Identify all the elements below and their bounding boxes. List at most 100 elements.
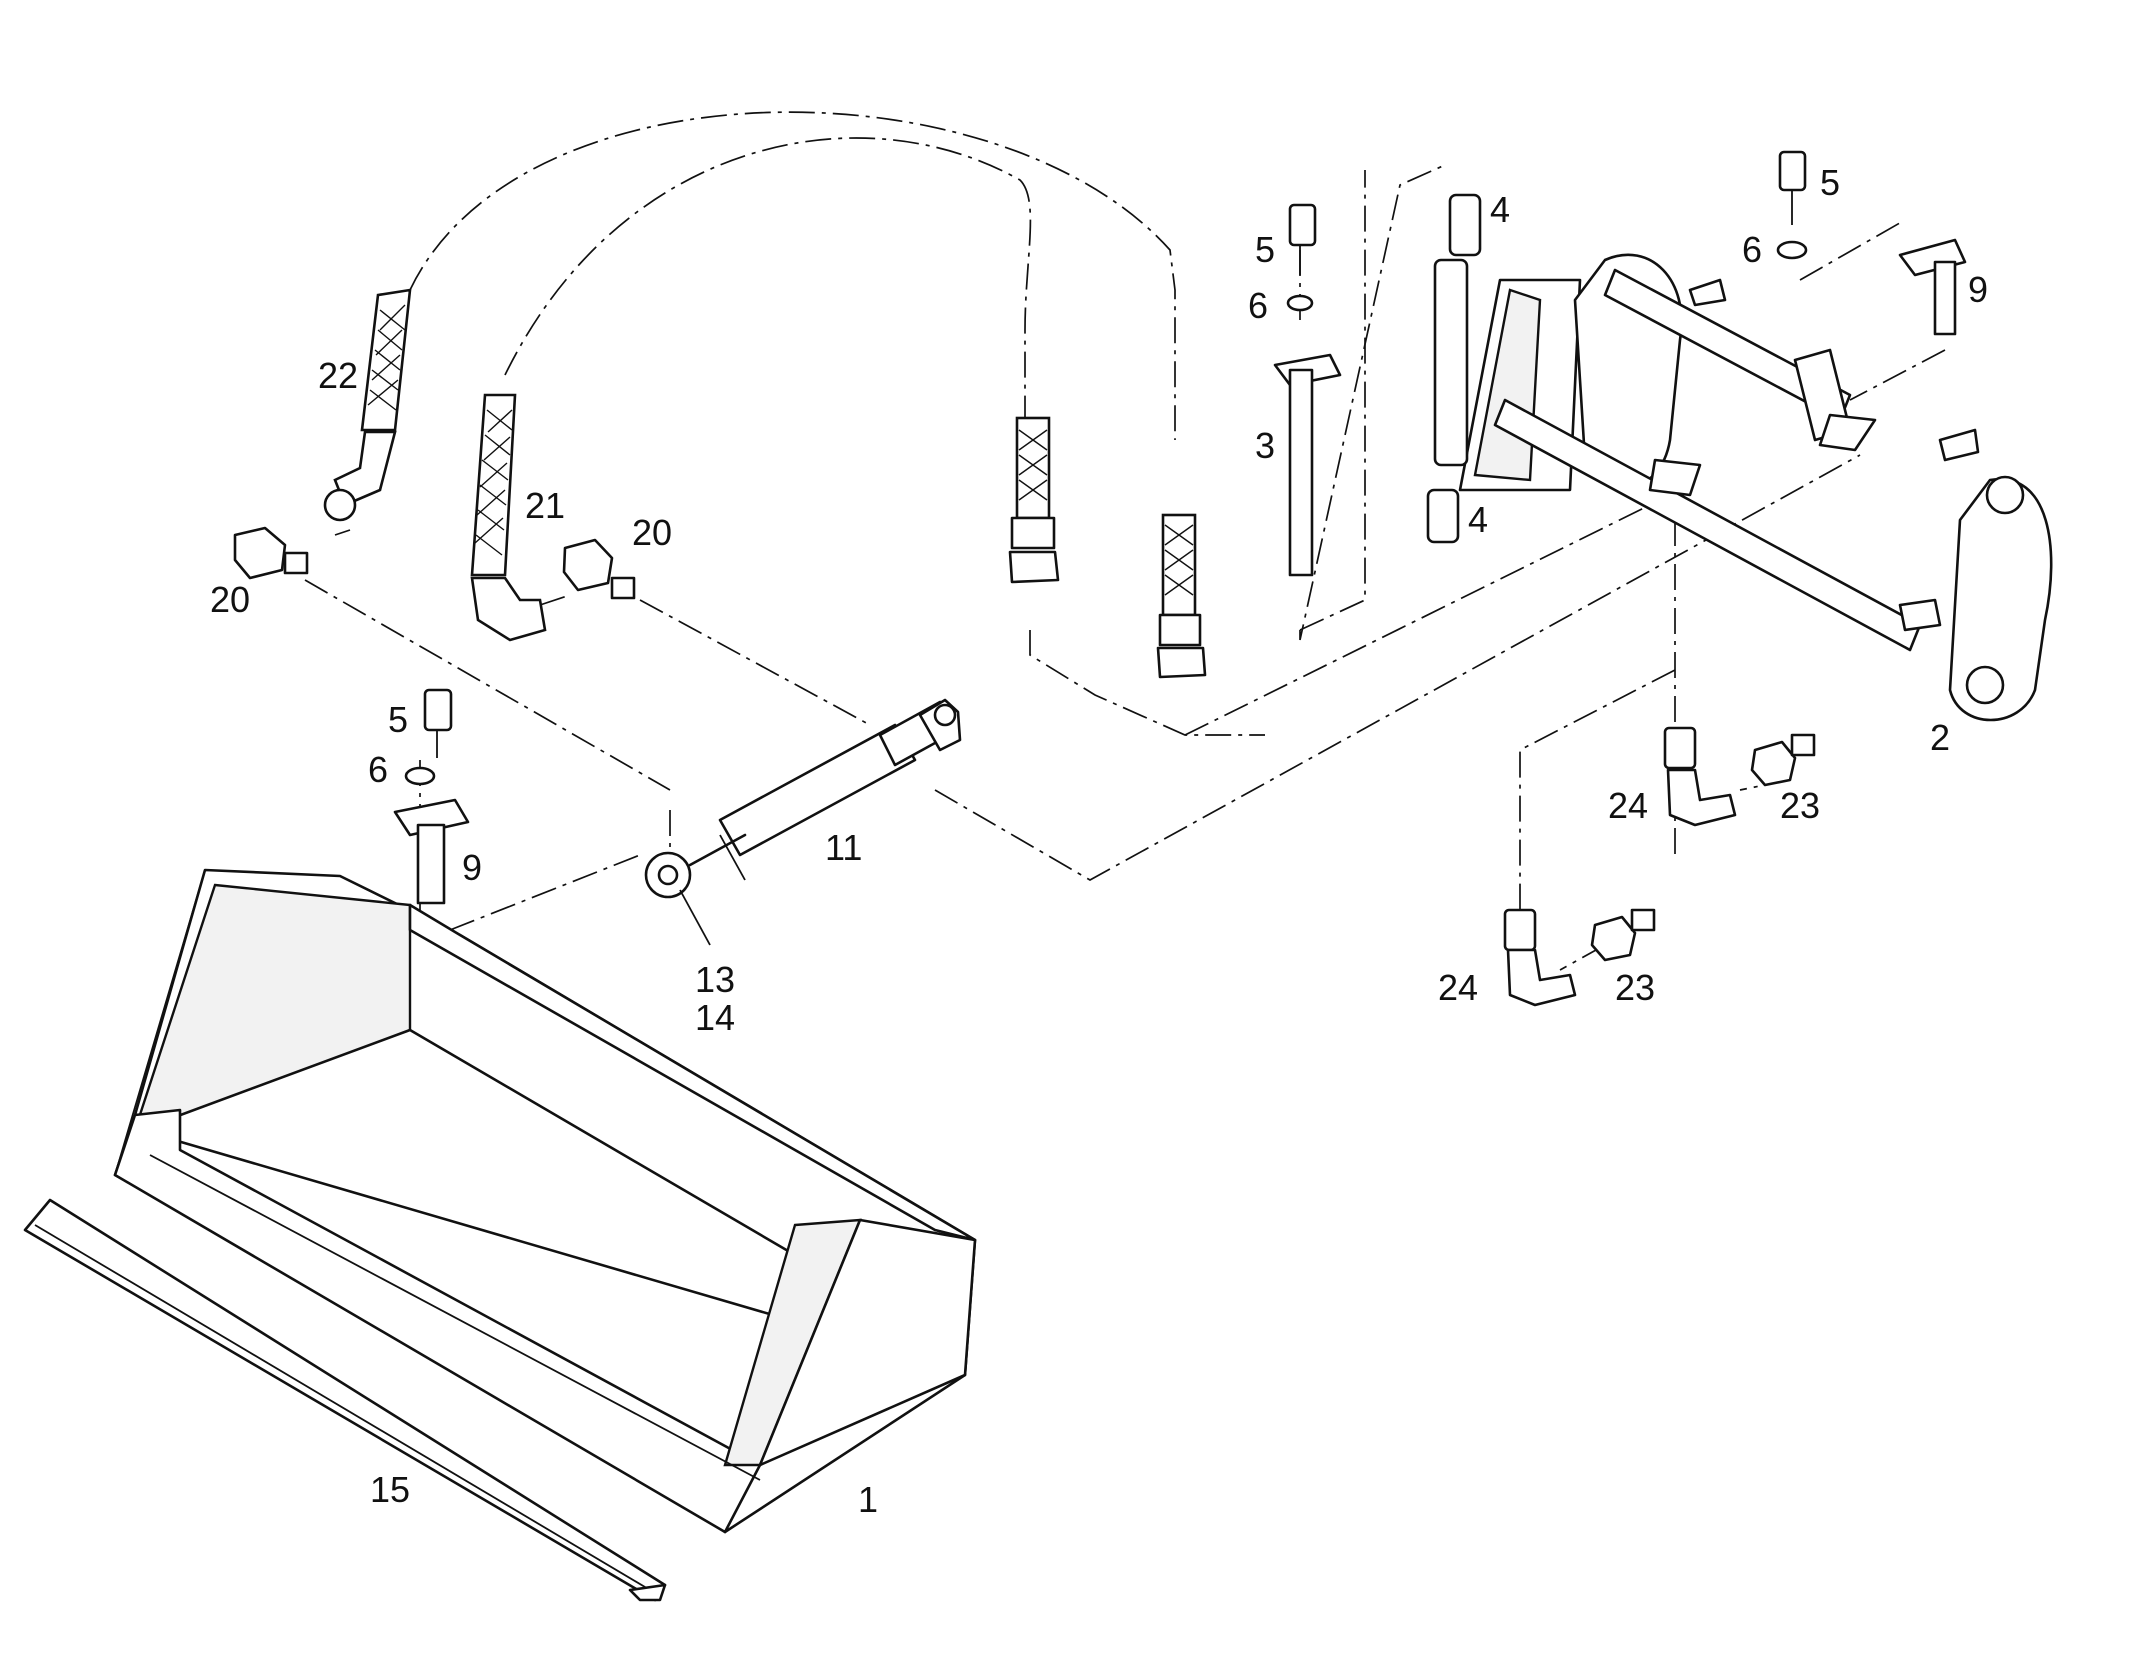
- callout-6-right: 6: [1742, 229, 1762, 270]
- fitting-24-lower-elbow: [1506, 948, 1577, 1007]
- callout-9-right: 9: [1968, 269, 1988, 310]
- line-20-left: [304, 579, 671, 791]
- frame-part: [1458, 253, 2053, 722]
- pin-9-right-head: [1898, 238, 1967, 277]
- bolt-5-middle: [1288, 203, 1317, 247]
- pin-assembly-middle: [1273, 203, 1342, 577]
- pin-9-left-head: [393, 798, 470, 837]
- callout-2: 2: [1930, 717, 1950, 758]
- hose-right-a-braid: [1018, 429, 1048, 501]
- bucket-edge-line: [149, 1154, 761, 1481]
- pin-9-left-shaft: [416, 823, 446, 905]
- bolt-5-right: [1778, 150, 1807, 192]
- spacer-long: [1433, 258, 1469, 467]
- bucket-left-edge: [114, 869, 206, 1176]
- callout-5-right: 5: [1820, 162, 1840, 203]
- line-24-lower: [1519, 669, 1676, 910]
- fitting-24-upper-elbow: [1666, 768, 1737, 827]
- bucket-part: [113, 868, 977, 1534]
- callout-5-middle: 5: [1255, 229, 1275, 270]
- callout-3: 3: [1255, 425, 1275, 466]
- line-9-frame: [1849, 349, 1946, 401]
- callout-24-lower: 24: [1438, 967, 1478, 1008]
- cutting-edge-end: [628, 1583, 667, 1602]
- callout-1: 1: [858, 1479, 878, 1520]
- fitting-20-right-thread: [610, 576, 636, 600]
- pin-assembly-left: [393, 688, 470, 905]
- hose-22-nut: [323, 488, 357, 522]
- cylinder-part: [644, 698, 962, 946]
- callout-6-left: 6: [368, 749, 388, 790]
- callout-23-upper: 23: [1780, 785, 1820, 826]
- hose-22-braid: [367, 304, 406, 411]
- nut-23-lower-thread: [1630, 908, 1656, 932]
- callouts: 1 2 3 4 4 5 5 5 6 6 6 9 9 11 13 14 15 20…: [210, 162, 1988, 1520]
- callout-21: 21: [525, 485, 565, 526]
- callout-6-middle: 6: [1248, 285, 1268, 326]
- hose-right-b: [1161, 513, 1197, 617]
- line-9-right: [1799, 219, 1906, 281]
- hose-right-a-nut: [1008, 550, 1060, 584]
- nut-23-upper-thread: [1790, 733, 1816, 757]
- cutting-edge-line: [34, 1224, 651, 1591]
- hose-right-b-fitting: [1158, 613, 1202, 647]
- hose-22-body: [360, 288, 412, 432]
- line-4-pins: [1299, 164, 1446, 641]
- frame-bracket-foot: [1818, 413, 1877, 452]
- callout-4-bottom: 4: [1468, 499, 1488, 540]
- frame-tab-3: [1898, 598, 1942, 632]
- bucket-top-edge: [408, 903, 977, 1242]
- callout-15: 15: [370, 1469, 410, 1510]
- callout-9-left: 9: [462, 847, 482, 888]
- hose-right-b-braid: [1164, 524, 1194, 596]
- hose-line-21: [504, 137, 1032, 420]
- hose-right-a-fitting: [1010, 516, 1056, 550]
- callout-4-top: 4: [1490, 189, 1510, 230]
- frame-hole-top: [1985, 475, 2025, 515]
- bolt-5-left: [423, 688, 453, 732]
- hose-21-body: [470, 393, 517, 577]
- fittings-20: [233, 526, 636, 600]
- hose-21-elbow: [470, 576, 547, 642]
- callout-24-upper: 24: [1608, 785, 1648, 826]
- frame-tab-2: [1938, 428, 1980, 462]
- frame-lower-tube: [1493, 398, 1922, 652]
- bucket-front-lip: [113, 1108, 762, 1534]
- line-to-frame: [1184, 499, 1661, 736]
- line-9-bucket: [449, 854, 641, 931]
- hose-route-lines: [409, 111, 1176, 440]
- frame-upright-right: [1948, 477, 2053, 722]
- hose-right-a: [1015, 416, 1051, 520]
- cylinder-collar: [719, 834, 746, 881]
- pin-9-right-shaft: [1933, 260, 1957, 336]
- fittings-24-23: [1503, 726, 1816, 1007]
- line-cylinder-frame: [934, 454, 1861, 881]
- cylinder-clevis-hole: [933, 703, 957, 727]
- nut-23-upper: [1750, 740, 1797, 787]
- spacer-4-top: [1448, 193, 1482, 257]
- washer-6-left: [404, 766, 436, 786]
- cutting-edge-part: [23, 1198, 667, 1602]
- callout-14: 14: [695, 997, 735, 1038]
- hose-line-22: [409, 111, 1176, 440]
- line-hose-right: [1029, 630, 1265, 736]
- callout-22: 22: [318, 355, 358, 396]
- line-20-right: [639, 599, 871, 726]
- leader-13: [679, 889, 711, 946]
- spacers: [1426, 193, 1482, 544]
- pin-assembly-right: [1776, 150, 1967, 336]
- hoses-left: [323, 288, 547, 642]
- cylinder-rod: [688, 833, 747, 867]
- line-4-right: [1299, 170, 1366, 631]
- washer-6-right: [1776, 240, 1808, 260]
- fitting-24-upper-body: [1663, 726, 1697, 770]
- line-22-fitting: [334, 529, 351, 536]
- callout-5-left: 5: [388, 699, 408, 740]
- callout-11: 11: [825, 827, 862, 868]
- callout-20-left: 20: [210, 579, 250, 620]
- line-21-fitting: [539, 594, 571, 606]
- callout-13: 13: [695, 959, 735, 1000]
- spacer-4-bottom: [1426, 488, 1460, 544]
